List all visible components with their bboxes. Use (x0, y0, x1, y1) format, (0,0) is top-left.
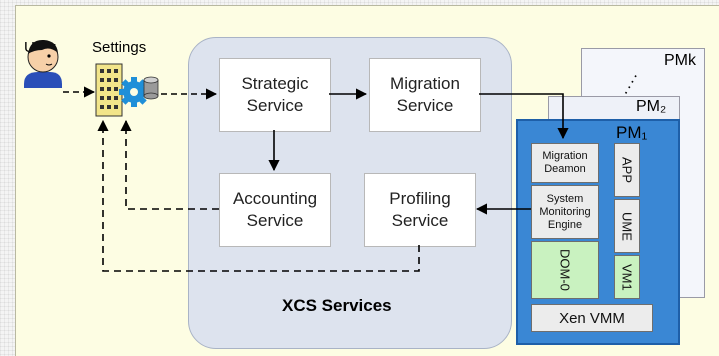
dom0-label: DOM-0 (557, 249, 573, 291)
settings-icon (95, 63, 159, 117)
settings-label: Settings (92, 39, 147, 56)
connectors-layer (24, 39, 569, 272)
dom0-box: DOM-0 (531, 241, 599, 299)
accounting-service-box: Accounting Service (219, 173, 331, 247)
system-monitoring-engine-box: System Monitoring Engine (531, 185, 599, 239)
arrow-accounting-to-settings (120, 119, 219, 210)
pmk-label: PMk (664, 52, 696, 69)
pm2-label: PM₂ (636, 98, 667, 115)
app-label: APP (619, 156, 635, 183)
ume-box: UME (614, 199, 640, 253)
xen-vmm-box: Xen VMM (531, 304, 653, 332)
pm1-label: PM₁ (616, 123, 648, 142)
ume-label: UME (619, 211, 635, 241)
strategic-service-box: Strategic Service (219, 58, 331, 132)
vm1-label: VM1 (619, 263, 635, 291)
profiling-service-box: Profiling Service (364, 173, 476, 247)
arrow-migration-to-deamon (479, 93, 569, 140)
pm1-machine: PM₁ Migration Deamon System Monitoring E… (516, 119, 680, 345)
diagram-canvas: PMk ····· PM₂ XCS Services Strategic Ser… (15, 5, 719, 356)
user-icon (24, 39, 62, 88)
vm1-box: VM1 (614, 255, 640, 299)
arrow-profiling-to-settings (97, 119, 420, 272)
migration-deamon-box: Migration Deamon (531, 143, 599, 183)
xcs-services-title: XCS Services (282, 296, 392, 315)
migration-service-box: Migration Service (369, 58, 481, 132)
app-box: APP (614, 143, 640, 197)
